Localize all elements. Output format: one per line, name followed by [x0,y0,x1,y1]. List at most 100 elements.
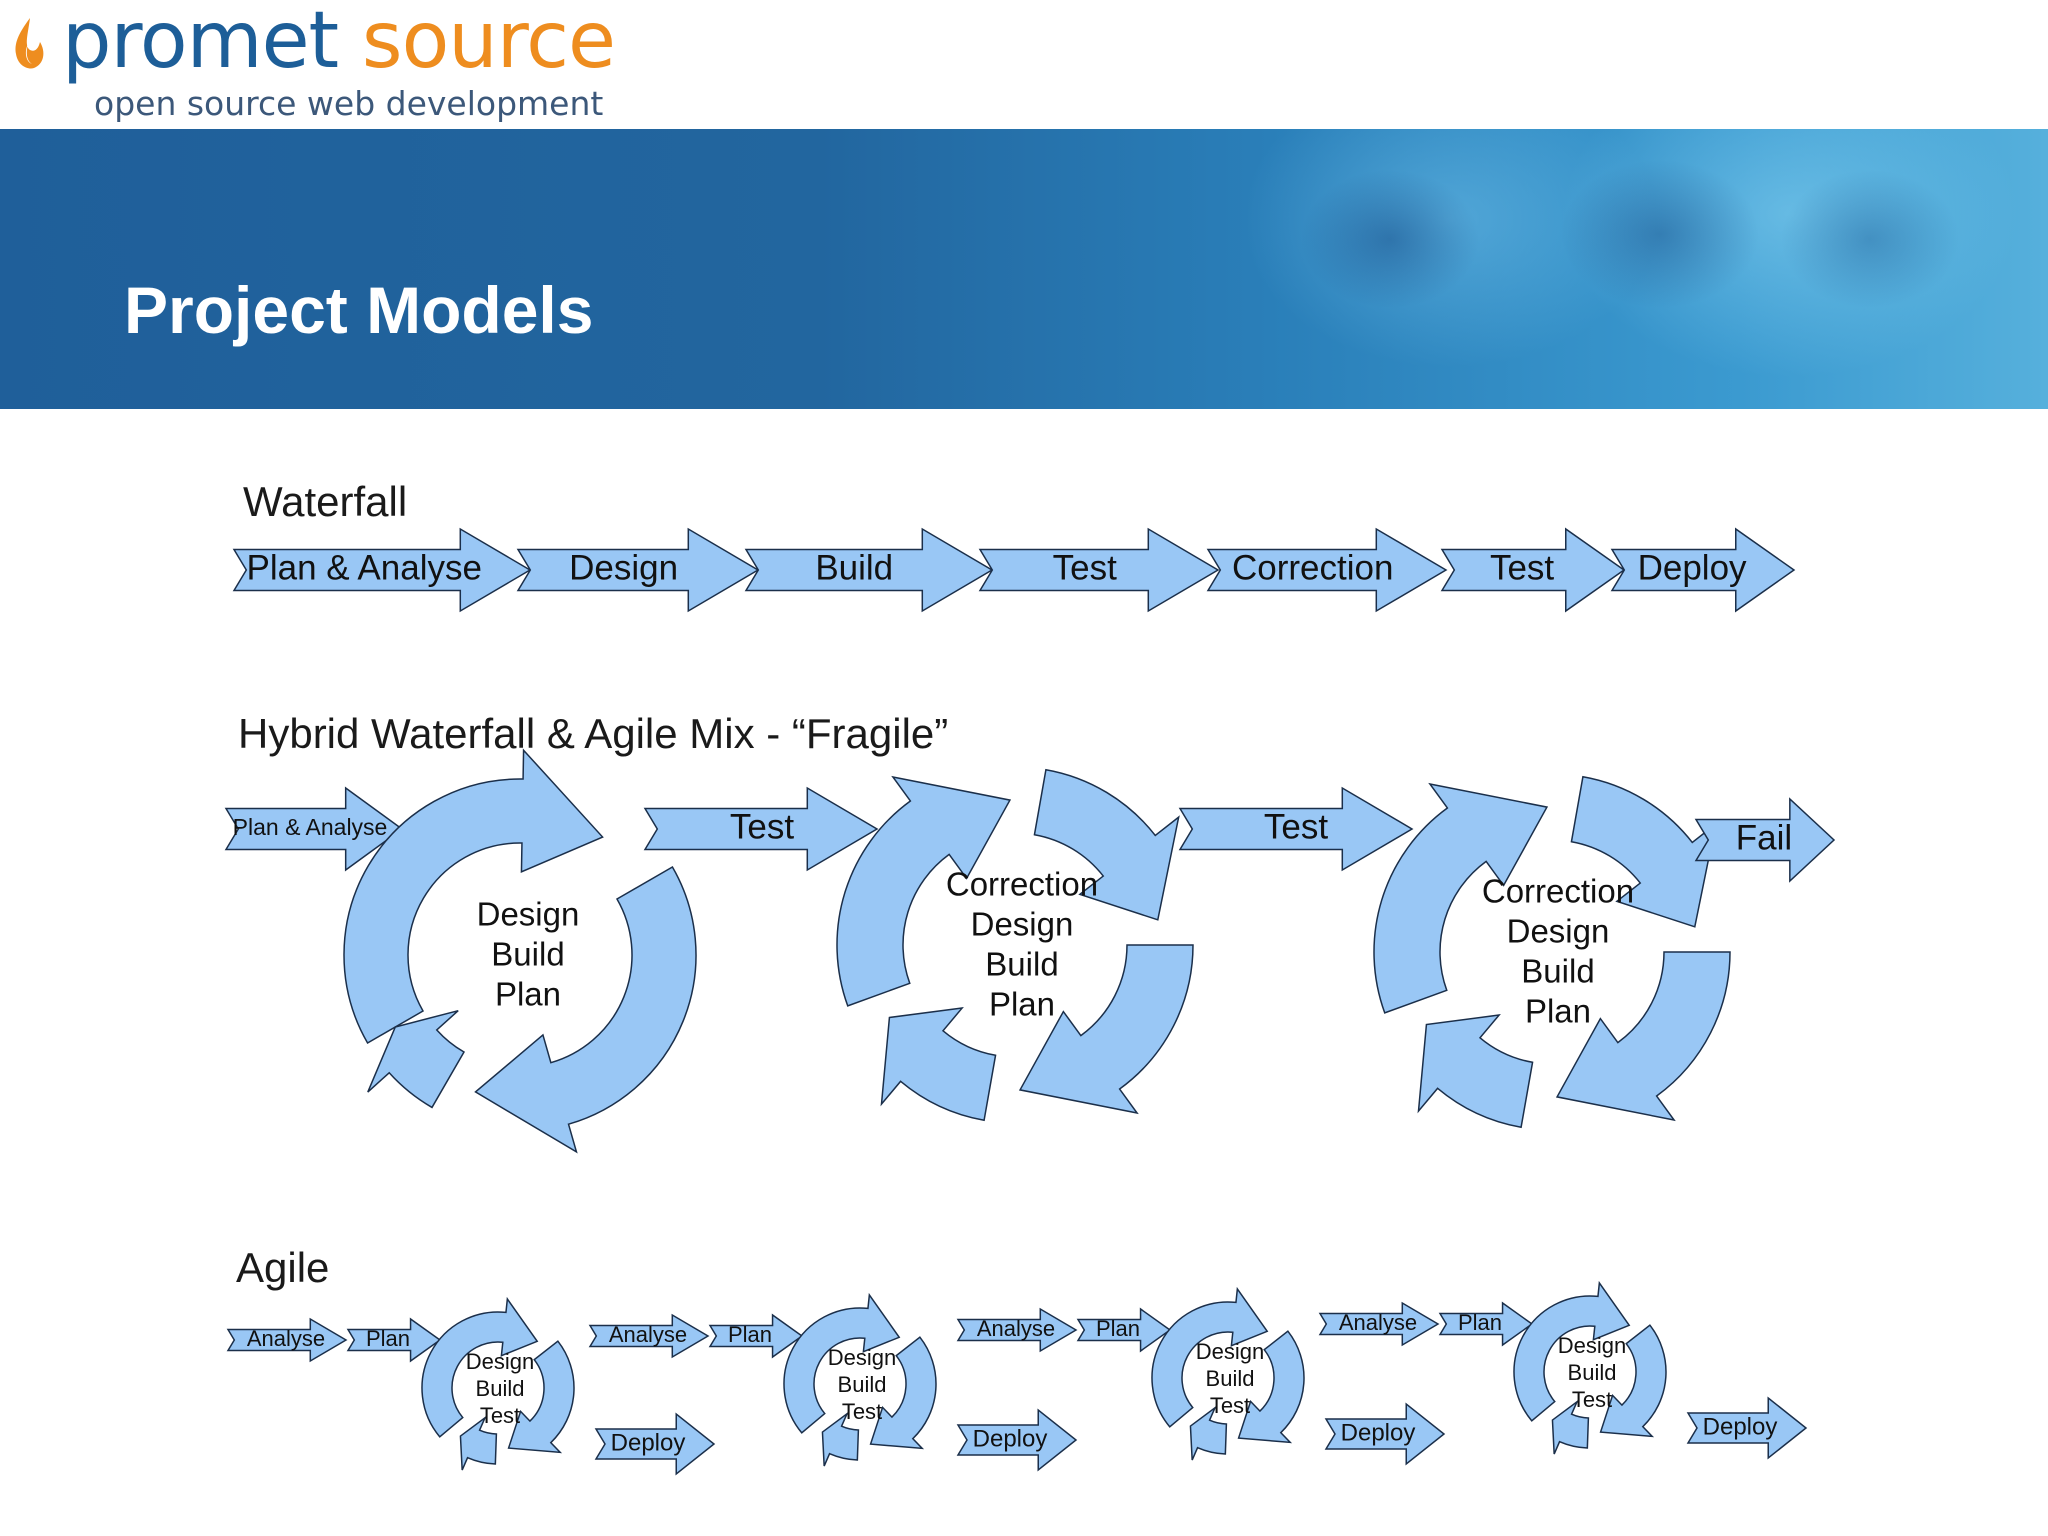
hybrid-cycle-2-arrow-4 [880,1007,997,1122]
agile-cycle-4-text-line-1: Design [1558,1333,1626,1358]
logo-tagline: open source web development [94,84,604,123]
agile-cycle-2-arrow-1 [783,1292,901,1434]
agile-plan-label: Plan [366,1326,410,1351]
agile-cycle-2-text-line-2: Build [838,1372,887,1397]
hybrid-cycle-2-arrow-1 [836,775,1012,1007]
agile-analyse-label: Analyse [609,1322,687,1347]
hybrid-cycle-2-text-line-2: Design [971,906,1074,943]
agile-cycle-3-text-line-2: Build [1206,1366,1255,1391]
agile-plan-label: Plan [728,1322,772,1347]
waterfall-step-label: Build [815,548,893,587]
agile-deploy-arrow [956,1408,1078,1472]
agile-deploy-label: Deploy [1703,1413,1778,1440]
hybrid-cycle-1-text-line-1: Design [477,896,580,933]
agile-plan-label: Plan [1458,1310,1502,1335]
waterfall-step-arrow [1440,527,1626,613]
hybrid-connector-arrow-2 [1178,786,1414,872]
waterfall-step-arrow [978,527,1220,613]
agile-cycle-4-arrow-1 [1513,1280,1631,1422]
agile-plan-arrow [1438,1301,1534,1347]
agile-title: Agile [236,1244,330,1291]
hybrid-cycle-1-text-line-2: Build [491,936,564,973]
agile-cycle-2-arrow-2 [869,1336,937,1450]
waterfall-step-label: Correction [1232,548,1393,587]
agile-cycle-4-arrow-3 [1551,1399,1590,1455]
agile-cycle-3-arrow-3 [1189,1405,1228,1461]
hybrid-connector-arrow-1 [643,786,879,872]
agile-cycle-3-text-line-1: Design [1196,1339,1264,1364]
hybrid-cycle-2-text-line-1: Correction [946,866,1098,903]
agile-cycle-4-text-line-2: Build [1568,1360,1617,1385]
agile-deploy-label: Deploy [1341,1419,1416,1446]
agile-cycle-3-arrow-2 [1237,1330,1305,1444]
waterfall-step-arrow [516,527,760,613]
agile-cycle-1-text-line-1: Design [466,1349,534,1374]
agile-plan-arrow [346,1317,442,1363]
hybrid-cycle-1-arrow-3 [367,1009,466,1109]
hybrid-entry-arrow [224,786,404,872]
agile-cycle-2-arrow-3 [821,1411,860,1467]
agile-cycle-2-text-line-3: Test [842,1399,882,1424]
waterfall-step-label: Design [569,548,678,587]
agile-plan-arrow [708,1313,804,1359]
title-banner [0,129,2048,409]
page-title: Project Models [124,273,594,347]
logo-word-source: source [338,0,616,86]
waterfall-step-label: Test [1490,548,1554,587]
hybrid-cycle-2-text-line-3: Build [985,946,1058,983]
agile-cycle-1-arrow-3 [459,1415,498,1471]
agile-cycle-1-arrow-1 [421,1296,539,1438]
hybrid-cycle-3-arrow-4 [1417,1014,1534,1129]
agile-analyse-label: Analyse [1339,1310,1417,1335]
agile-analyse-arrow [956,1307,1078,1353]
hybrid-cycle-3-arrow-1 [1373,782,1549,1014]
hybrid-cycle-3-text-line-3: Build [1521,953,1594,990]
hybrid-cycle-2-text-line-4: Plan [989,986,1055,1023]
hybrid-cycle-2-arrow-2 [1033,768,1180,921]
hybrid-exit-arrow [1694,797,1836,883]
hybrid-title: Hybrid Waterfall & Agile Mix - “Fragile” [238,710,949,757]
waterfall-step-label: Deploy [1638,548,1747,587]
hybrid-cycle-3-arrow-2 [1570,775,1717,928]
hybrid-cycle-1-arrow-1 [343,748,604,1045]
waterfall-step-arrow [744,527,994,613]
agile-analyse-label: Analyse [247,1326,325,1351]
agile-cycle-1-text-line-2: Build [476,1376,525,1401]
hybrid-cycle-3-text-line-2: Design [1507,913,1610,950]
agile-cycle-1-arrow-2 [507,1340,575,1454]
hybrid-cycle-3-text-line-4: Plan [1525,993,1591,1030]
agile-plan-label: Plan [1096,1316,1140,1341]
agile-cycle-1-text-line-3: Test [480,1403,520,1428]
agile-deploy-arrow [1324,1402,1446,1466]
hybrid-cycle-2-arrow-3 [1018,944,1194,1115]
logo-word-promet: promet [62,0,339,86]
agile-analyse-label: Analyse [977,1316,1055,1341]
logo-wordmark: promet source [62,0,616,86]
agile-analyse-arrow [588,1313,710,1359]
hybrid-exit-label: Fail [1736,818,1792,857]
hybrid-cycle-1-arrow-2 [474,865,697,1154]
agile-deploy-label: Deploy [611,1429,686,1456]
waterfall-step-arrow [1206,527,1448,613]
agile-deploy-arrow [1686,1396,1808,1460]
agile-cycle-3-text-line-3: Test [1210,1393,1250,1418]
hybrid-cycle-3-text-line-1: Correction [1482,873,1634,910]
hybrid-connector-label-1: Test [730,807,794,846]
agile-cycle-4-text-line-3: Test [1572,1387,1612,1412]
waterfall-title: Waterfall [243,478,408,525]
agile-deploy-label: Deploy [973,1425,1048,1452]
hybrid-connector-label-2: Test [1264,807,1328,846]
hybrid-entry-label: Plan & Analyse [233,814,388,840]
agile-analyse-arrow [1318,1301,1440,1347]
agile-cycle-3-arrow-1 [1151,1286,1269,1428]
hybrid-cycle-3-arrow-3 [1555,951,1731,1122]
flame-icon [15,18,44,69]
waterfall-step-arrow [1610,527,1796,613]
waterfall-step-label: Test [1053,548,1117,587]
waterfall-step-arrow [232,527,532,613]
agile-deploy-arrow [594,1412,716,1476]
agile-cycle-2-text-line-1: Design [828,1345,896,1370]
agile-plan-arrow [1076,1307,1172,1353]
waterfall-step-label: Plan & Analyse [247,548,482,587]
